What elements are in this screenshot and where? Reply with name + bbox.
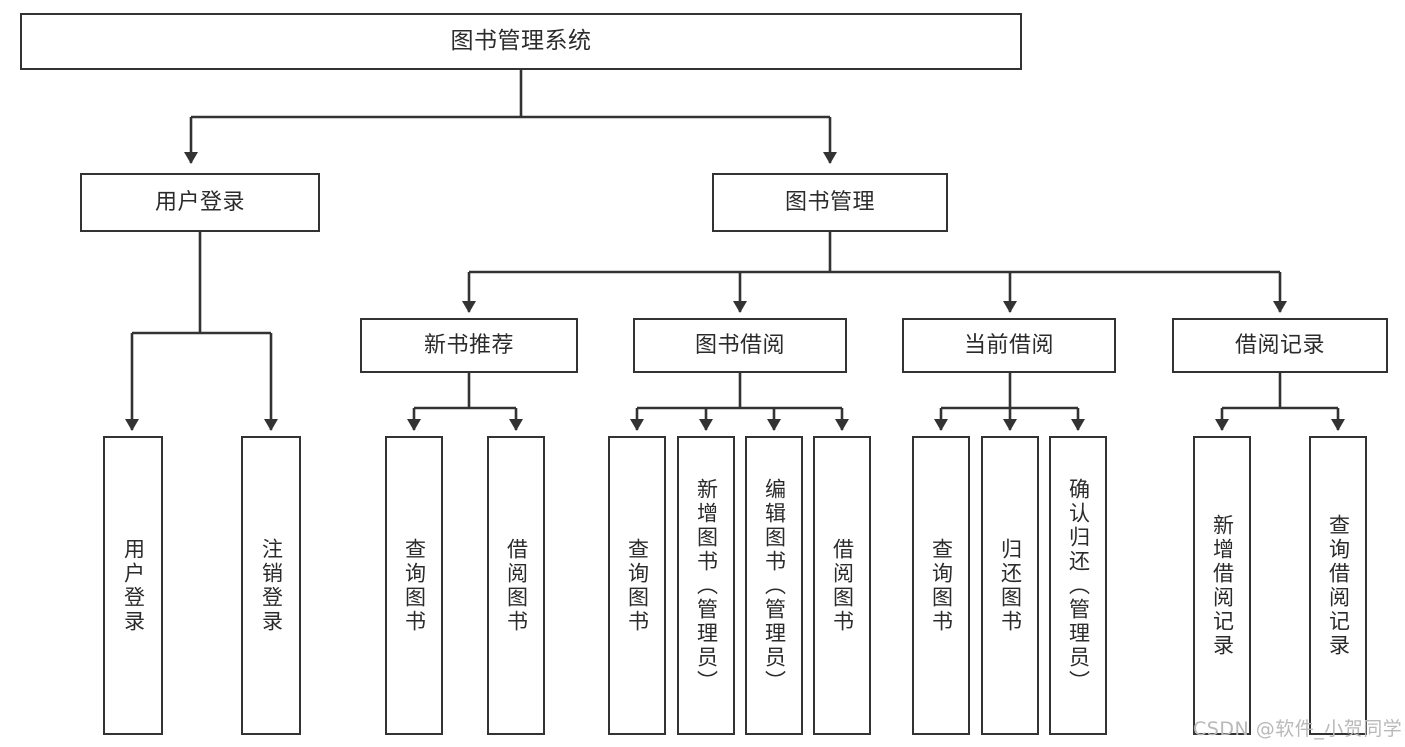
node-leaf-borrow-book-1-label: 借阅图书 (504, 537, 529, 634)
node-leaf-borrow-book-2-label: 借阅图书 (830, 537, 855, 634)
node-leaf-query-record[interactable]: 查询借阅记录 (1309, 436, 1367, 735)
node-leaf-add-record[interactable]: 新增借阅记录 (1193, 436, 1251, 735)
node-leaf-confirm-return-label: 确认归还（管理员） (1066, 477, 1091, 694)
node-book-manage-label: 图书管理 (784, 189, 875, 215)
watermark: CSDN @软件_小贺同学 (1193, 718, 1403, 740)
node-current-borrow[interactable]: 当前借阅 (902, 318, 1116, 373)
node-leaf-query-book-3[interactable]: 查询图书 (912, 436, 970, 735)
node-leaf-add-book-label: 新增图书（管理员） (694, 477, 719, 694)
node-leaf-user-login[interactable]: 用户登录 (103, 436, 163, 735)
node-leaf-logout-login-label: 注销登录 (259, 537, 284, 634)
node-leaf-query-record-label: 查询借阅记录 (1326, 513, 1351, 658)
node-borrow-record[interactable]: 借阅记录 (1172, 318, 1388, 373)
node-leaf-query-book-2[interactable]: 查询图书 (608, 436, 666, 735)
node-user-login-label: 用户登录 (154, 189, 245, 215)
node-leaf-user-login-label: 用户登录 (121, 537, 146, 634)
node-leaf-query-book-3-label: 查询图书 (929, 537, 954, 634)
node-leaf-return-book[interactable]: 归还图书 (981, 436, 1039, 735)
node-current-borrow-label: 当前借阅 (963, 332, 1054, 358)
node-book-borrow-label: 图书借阅 (694, 332, 785, 358)
node-new-book-recommend[interactable]: 新书推荐 (360, 318, 578, 373)
node-leaf-confirm-return[interactable]: 确认归还（管理员） (1049, 436, 1107, 735)
node-leaf-add-book[interactable]: 新增图书（管理员） (677, 436, 735, 735)
node-root[interactable]: 图书管理系统 (20, 13, 1022, 70)
node-book-manage[interactable]: 图书管理 (712, 173, 948, 232)
node-leaf-add-record-label: 新增借阅记录 (1210, 513, 1235, 658)
node-leaf-return-book-label: 归还图书 (998, 537, 1023, 634)
node-leaf-edit-book-label: 编辑图书（管理员） (762, 477, 787, 694)
node-leaf-query-book-1[interactable]: 查询图书 (385, 436, 443, 735)
node-borrow-record-label: 借阅记录 (1234, 332, 1325, 358)
node-new-book-recommend-label: 新书推荐 (423, 332, 514, 358)
node-leaf-logout-login[interactable]: 注销登录 (241, 436, 301, 735)
node-leaf-edit-book[interactable]: 编辑图书（管理员） (745, 436, 803, 735)
node-leaf-query-book-2-label: 查询图书 (625, 537, 650, 634)
node-book-borrow[interactable]: 图书借阅 (633, 318, 847, 373)
node-leaf-borrow-book-1[interactable]: 借阅图书 (487, 436, 545, 735)
node-user-login[interactable]: 用户登录 (80, 173, 320, 232)
node-root-label: 图书管理系统 (450, 27, 592, 54)
node-leaf-borrow-book-2[interactable]: 借阅图书 (813, 436, 871, 735)
node-leaf-query-book-1-label: 查询图书 (402, 537, 427, 634)
